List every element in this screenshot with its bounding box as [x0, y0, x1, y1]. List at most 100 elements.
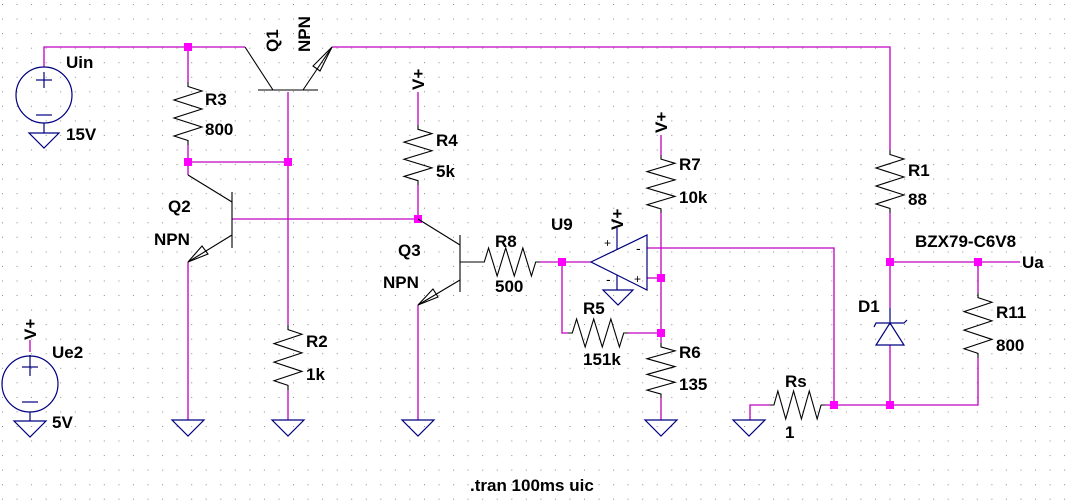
grid-dot [380, 207, 382, 209]
wire-bottom-rail[interactable] [834, 358, 979, 406]
grid-dot [1005, 353, 1007, 355]
grid-dot [482, 222, 484, 224]
grid-dot [540, 47, 542, 49]
grid-dot [438, 236, 440, 238]
grid-dot [714, 164, 716, 166]
grid-dot [584, 324, 585, 326]
grid-dot [31, 426, 33, 427]
grid-dot [453, 251, 455, 253]
grid-dot [714, 411, 716, 413]
wire-rs-gnd[interactable] [749, 404, 770, 420]
emitter-lead [417, 279, 461, 306]
grid-dot [947, 193, 949, 195]
vplus-flag-r7[interactable]: V+ [652, 112, 671, 133]
wire-q1-emitter-to-r1[interactable] [332, 46, 891, 150]
grid-dot [191, 236, 193, 238]
grid-dot [191, 62, 193, 64]
grid-dot [162, 338, 164, 340]
grid-dot [351, 33, 353, 35]
source-uin[interactable]: Uin 15V [15, 53, 97, 149]
resistor-rs[interactable]: Rs1 [770, 372, 825, 442]
grid-dot [714, 4, 716, 5]
grid-dot [918, 498, 920, 500]
grid-dot [322, 440, 324, 442]
grid-dot [802, 411, 804, 413]
zener-d1[interactable]: D1 BZX79-C6V8 [858, 232, 1016, 346]
transistor-q1[interactable]: Q1 NPN [244, 16, 333, 91]
grid-dot [540, 411, 542, 413]
grid-dot [831, 338, 833, 340]
grid-dot [60, 280, 62, 282]
grid-dot [947, 295, 949, 296]
grid-dot [773, 265, 775, 267]
grid-dot [875, 134, 876, 136]
grid-dot [802, 469, 804, 471]
grid-dot [1049, 134, 1051, 136]
grid-dot [1035, 324, 1036, 326]
grid-dot [744, 324, 745, 326]
grid-dot [132, 91, 134, 93]
grid-dot [889, 324, 891, 326]
spice-directive[interactable]: .tran 100ms uic [470, 476, 594, 495]
grid-dot [991, 164, 993, 166]
source-ue2[interactable]: Ue2 5V V+ [1, 319, 83, 438]
grid-dot [453, 18, 455, 20]
grid-dot [773, 469, 775, 471]
grid-dot [322, 4, 324, 5]
grid-dot [685, 18, 687, 20]
net-label-ua[interactable]: Ua [1022, 253, 1044, 272]
grid-dot [875, 207, 876, 209]
grid-dot [162, 105, 164, 107]
grid-dot [205, 149, 207, 151]
grid-dot [773, 367, 775, 369]
grid-dot [744, 120, 745, 122]
vplus-flag-r4[interactable]: V+ [409, 69, 428, 90]
grid-dot [904, 498, 906, 500]
grid-dot [816, 178, 818, 180]
transistor-q2[interactable]: Q2 NPN [154, 174, 233, 263]
grid-dot [191, 498, 193, 500]
grid-dot [627, 105, 629, 107]
grid-dot [220, 222, 222, 224]
wire-top-rail-left[interactable] [43, 46, 245, 67]
grid-dot [278, 105, 280, 107]
grid-dot [438, 353, 440, 355]
grid-dot [787, 76, 789, 78]
grid-dot [322, 309, 324, 311]
grid-dot [962, 411, 964, 413]
grid-dot [554, 33, 556, 35]
grid-dot [627, 338, 629, 340]
junction [184, 43, 192, 51]
grid-dot [220, 76, 222, 78]
grid-dot [1005, 164, 1007, 166]
opamp-u9[interactable]: + - - + U9 V+ [551, 209, 648, 306]
grid-dot [263, 47, 265, 49]
grid-dot [904, 426, 906, 427]
grid-dot [45, 149, 47, 151]
grid-dot [60, 455, 62, 457]
grid-dot [496, 455, 498, 457]
wire-r5-left[interactable] [561, 262, 568, 334]
grid-dot [613, 498, 615, 500]
grid-dot [889, 4, 891, 5]
grid-dot [438, 18, 440, 20]
grid-dot [380, 484, 382, 486]
grid-dot [758, 91, 760, 93]
grid-dot [496, 207, 498, 209]
wire-opamp-to-rs[interactable] [647, 247, 835, 405]
grid-dot [642, 18, 644, 20]
transistor-q3[interactable]: Q3 NPN [383, 218, 480, 306]
grid-dot [249, 338, 251, 340]
grid-dot [16, 33, 18, 35]
grid-dot [540, 367, 542, 369]
